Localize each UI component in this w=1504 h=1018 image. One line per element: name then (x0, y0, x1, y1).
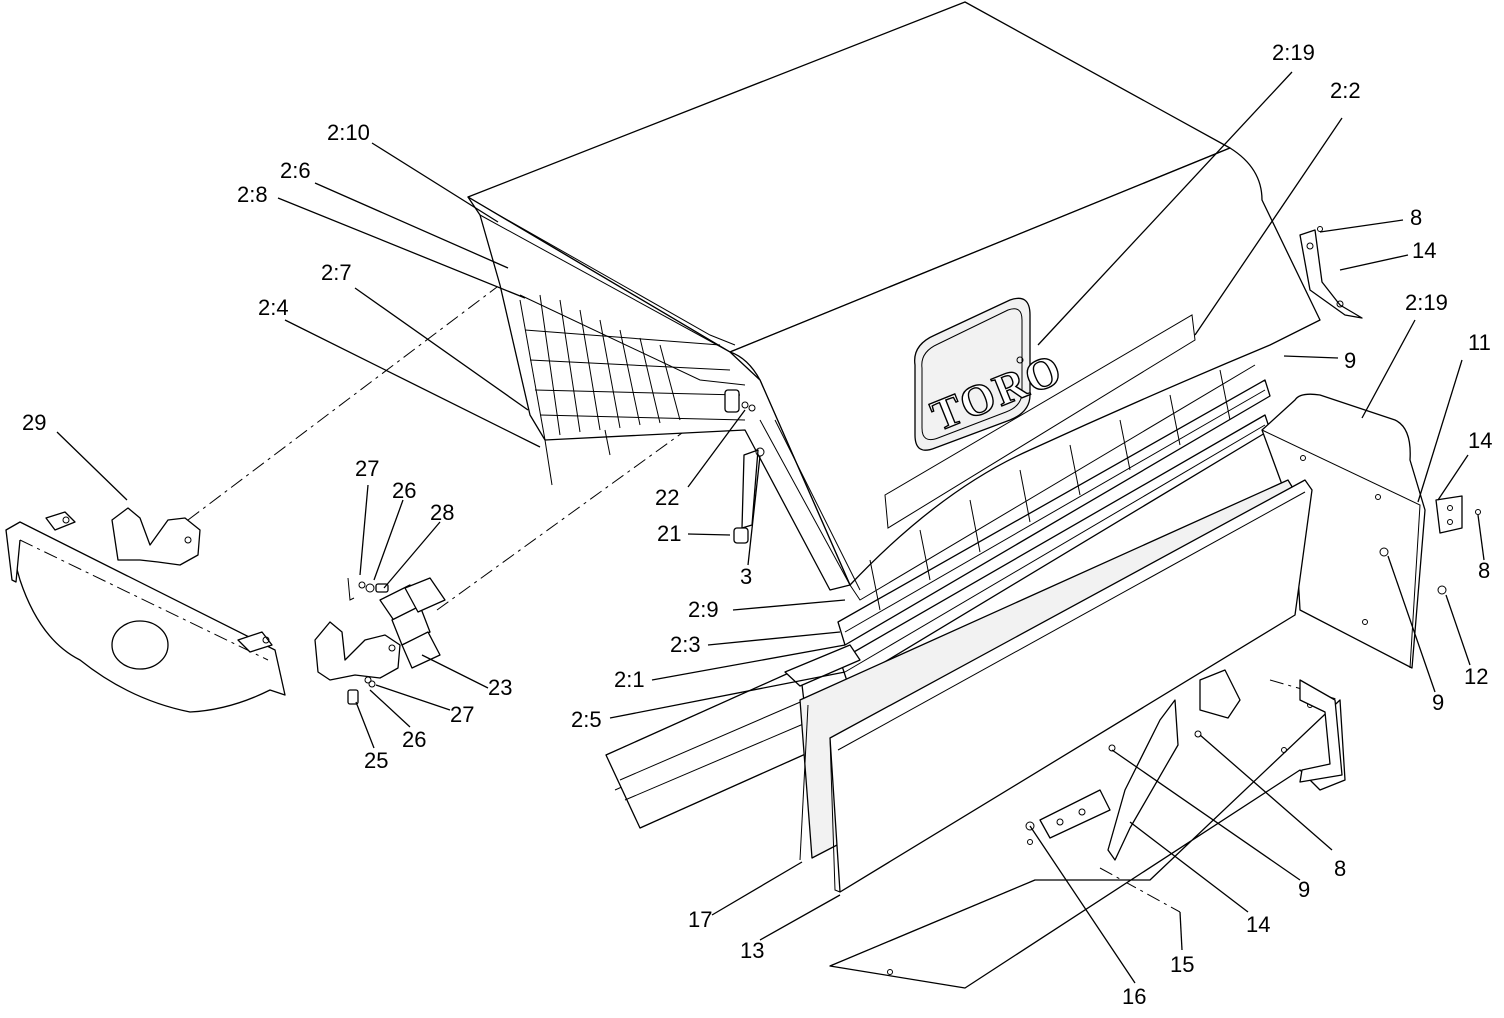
callout-8-bottom: 8 (1334, 856, 1346, 881)
toro-logo-plate (914, 297, 1031, 451)
callout-2-19-right: 2:19 (1405, 290, 1448, 315)
callout-2-3: 2:3 (670, 632, 701, 657)
callout-14-right: 14 (1468, 428, 1492, 453)
callout-2-4: 2:4 (258, 295, 289, 320)
callout-8-top: 8 (1410, 205, 1422, 230)
callout-12: 12 (1464, 664, 1488, 689)
callout-2-8: 2:8 (237, 182, 268, 207)
callout-13: 13 (740, 938, 764, 963)
callout-27-top: 27 (355, 456, 379, 481)
callout-26-bottom: 26 (402, 727, 426, 752)
callout-2-19-top: 2:19 (1272, 40, 1315, 65)
decal-2-2 (884, 314, 1196, 529)
lower-hinge-brackets (1025, 669, 1241, 861)
callout-15: 15 (1170, 952, 1194, 977)
callout-27-bottom: 27 (450, 702, 474, 727)
callout-25: 25 (364, 748, 388, 773)
gas-strut-21 (724, 389, 765, 544)
callout-leaders (56, 71, 1485, 984)
callout-21: 21 (657, 521, 681, 546)
callout-8-right: 8 (1478, 558, 1490, 583)
callout-2-9: 2:9 (688, 597, 719, 622)
callout-11: 11 (1468, 330, 1491, 355)
callout-23: 23 (488, 675, 512, 700)
hopper-body: TORO (467, 1, 1321, 601)
base-frame (605, 667, 1346, 989)
callout-9-top: 9 (1344, 348, 1356, 373)
callout-labels: 2:19 2:2 2:10 2:6 2:8 2:7 2:4 29 27 26 2… (22, 40, 1492, 1009)
callout-2-6: 2:6 (280, 158, 311, 183)
callout-22: 22 (655, 485, 679, 510)
hinge-14-right (1379, 495, 1481, 595)
callout-28: 28 (430, 500, 454, 525)
callout-16: 16 (1122, 984, 1146, 1009)
front-panel (799, 479, 1313, 893)
callout-14-bottom: 14 (1246, 912, 1270, 937)
callout-2-1: 2:1 (614, 667, 645, 692)
callout-29: 29 (22, 410, 46, 435)
callout-3: 3 (740, 564, 752, 589)
mounting-bracket-29 (5, 507, 286, 713)
deflector-assembly (784, 369, 1271, 687)
callout-14-top: 14 (1412, 238, 1436, 263)
callout-2-10: 2:10 (327, 120, 370, 145)
callout-2-7: 2:7 (321, 260, 352, 285)
callout-17: 17 (688, 907, 712, 932)
side-plate-11 (1261, 393, 1426, 669)
callout-9-right: 9 (1432, 690, 1444, 715)
hinge-14-top (1299, 226, 1363, 319)
callout-9-bottom: 9 (1298, 877, 1310, 902)
callout-2-2: 2:2 (1330, 78, 1361, 103)
callout-2-5: 2:5 (571, 707, 602, 732)
callout-26-top: 26 (392, 478, 416, 503)
pivot-bracket-23 (314, 577, 446, 705)
